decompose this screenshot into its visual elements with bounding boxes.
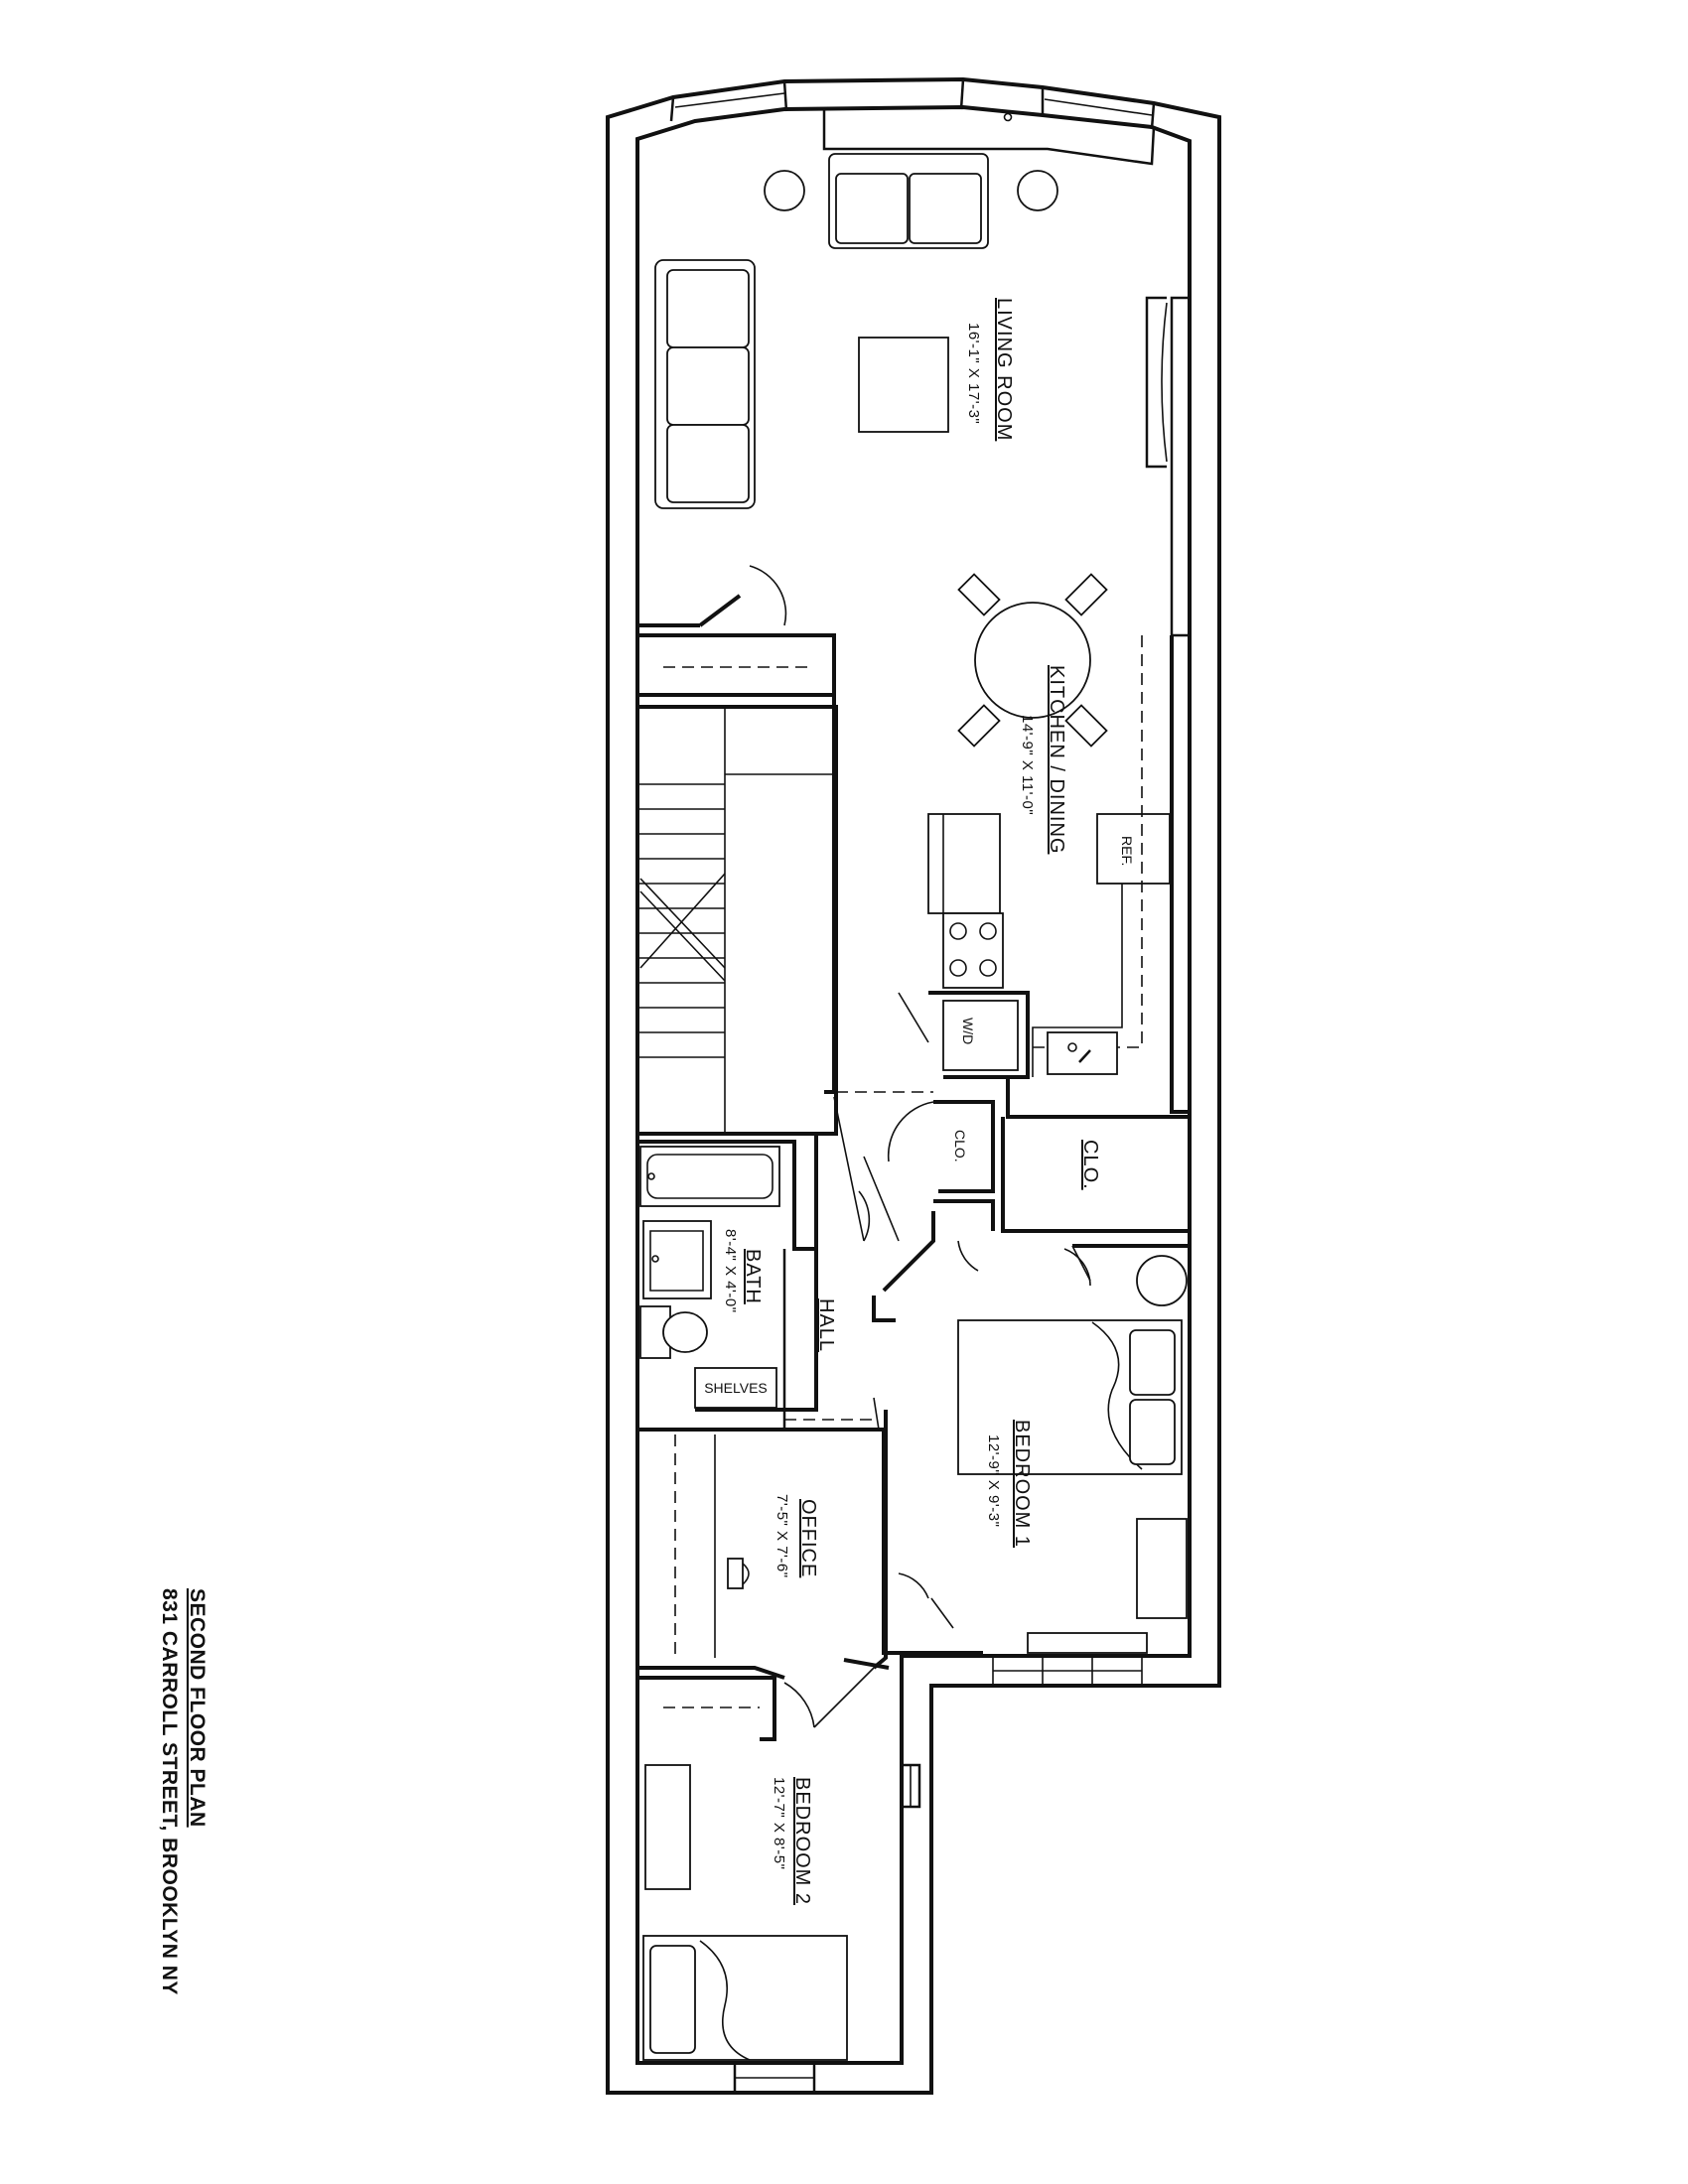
bedroom2-furniture	[642, 1706, 848, 2093]
dining-furniture	[957, 573, 1108, 748]
bath-fixtures	[639, 1146, 780, 1409]
bedroom1-dims: 12'-9" X 9'-3"	[985, 1434, 1002, 1527]
room-labels: LIVING ROOM 16'-1" X 17'-3" KITCHEN / DI…	[704, 298, 1135, 1905]
office-dims: 7'-5" X 7'-6"	[774, 1494, 790, 1578]
office-furniture	[674, 1434, 750, 1658]
living-room-dims: 16'-1" X 17'-3"	[965, 323, 982, 424]
shelves-label: SHELVES	[704, 1380, 768, 1396]
bedroom1-name: BEDROOM 1	[1011, 1420, 1033, 1548]
living-furniture	[654, 153, 1168, 509]
hall-name: HALL	[815, 1298, 837, 1352]
plan-title: SECOND FLOOR PLAN	[186, 1588, 209, 1828]
title-block: SECOND FLOOR PLAN 831 CARROLL STREET, BR…	[158, 1588, 209, 1995]
office-name: OFFICE	[797, 1499, 819, 1577]
staircase	[637, 707, 834, 1134]
kitchen-fixtures	[927, 635, 1171, 1077]
interior-walls	[635, 296, 1192, 1809]
living-room-name: LIVING ROOM	[993, 298, 1015, 441]
kitchen-dims: 14'-9" X 11'-0"	[1019, 715, 1036, 815]
bath-name: BATH	[742, 1249, 764, 1304]
exterior-walls	[606, 76, 1221, 2095]
ref-label: REF.	[1119, 836, 1135, 866]
doors	[749, 565, 1091, 1728]
wd-label: W/D	[960, 1018, 976, 1044]
bedroom2-name: BEDROOM 2	[791, 1777, 813, 1905]
bedroom2-dims: 12'-7" X 8'-5"	[771, 1777, 787, 1869]
plan-address: 831 CARROLL STREET, BROOKLYN NY	[158, 1588, 181, 1995]
clo-large-label: CLO.	[1079, 1140, 1101, 1190]
kitchen-name: KITCHEN / DINING	[1046, 665, 1067, 854]
bedroom1-furniture	[957, 1255, 1188, 1686]
bath-dims: 8'-4" X 4'-0"	[722, 1229, 739, 1313]
clo-small-label: CLO.	[952, 1130, 968, 1162]
